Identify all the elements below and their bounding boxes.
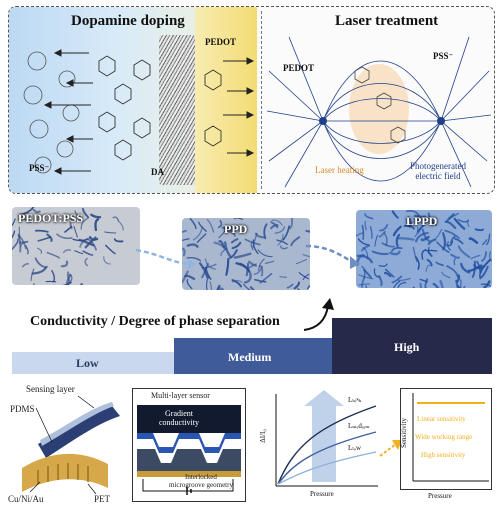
texture-label-lppd: LPPD	[406, 214, 437, 229]
sensitivity-ylabel: Sensitivity	[400, 418, 408, 448]
sensitivity-item-2: High sensitivity	[421, 451, 466, 459]
left-arrows	[45, 50, 93, 174]
series-label-high: Lₕᵢᵍₕ	[348, 396, 362, 404]
sensitivity-xlabel: Pressure	[428, 492, 452, 500]
pss-clusters	[24, 52, 79, 173]
texture-fiber	[476, 229, 483, 230]
sensitivity-item-0: Linear sensitivity	[417, 415, 466, 423]
response-ylabel: ΔI/I₀	[259, 429, 267, 443]
top-panel: Dopamine doping Laser treatment	[8, 6, 495, 194]
conductivity-title: Conductivity / Degree of phase separatio…	[30, 314, 280, 330]
pet-label: PET	[94, 494, 110, 504]
hex-rings	[99, 56, 221, 160]
level-high-label: High	[394, 340, 419, 355]
multi-layer-card: Multi-layer sensor Gradient conductivity…	[132, 388, 246, 502]
multi-layer-label: Multi-layer sensor	[151, 391, 210, 400]
sensing-layer-label: Sensing layer	[26, 384, 75, 394]
pedot-label-right: PEDOT	[283, 63, 314, 73]
photogenerated-label: Photogenerated electric field	[403, 161, 473, 181]
left-title: Dopamine doping	[71, 13, 185, 30]
pdms-label: PDMS	[10, 404, 35, 414]
texture-fiber	[280, 277, 286, 278]
level-low-label: Low	[76, 356, 99, 371]
sensitivity-card: Sensitivity Linear sensitivity Wide work…	[400, 388, 492, 490]
right-arrows	[223, 58, 253, 156]
texture-pedot-pss: PEDOT:PSS	[12, 207, 140, 285]
level-medium-label: Medium	[228, 350, 271, 365]
response-chart: ΔI/I₀ Pressure Lₕᵢᵍₕ Lₘₑdᵢᵤₘ Lₗₒw	[258, 386, 382, 504]
pss-label-right: PSS⁻	[433, 51, 453, 62]
interlocked-label: Interlocked microgroove geometry	[169, 473, 233, 489]
response-chart-svg	[258, 386, 382, 504]
right-title: Laser treatment	[335, 13, 438, 30]
laser-heating-label: Laser heating	[315, 165, 364, 175]
response-xlabel: Pressure	[310, 490, 334, 498]
divider-line	[261, 11, 262, 189]
texture-fiber	[306, 231, 310, 232]
da-label: DA	[151, 167, 164, 177]
texture-label-ppd: PPD	[224, 222, 247, 237]
level-low: Low	[12, 352, 174, 374]
gradient-label: Gradient conductivity	[159, 409, 199, 427]
series-label-low: Lₗₒw	[348, 444, 361, 452]
sensitivity-item-1: Wide working range	[415, 433, 472, 441]
level-medium: Medium	[174, 338, 332, 374]
texture-label-pedot-pss: PEDOT:PSS	[18, 211, 83, 226]
series-label-medium: Lₘₑdᵢᵤₘ	[348, 422, 370, 430]
cu-ni-au-label: Cu/Ni/Au	[8, 494, 44, 504]
texture-fiber	[420, 284, 421, 288]
progress-arrows	[130, 236, 380, 276]
pss-label-left: PSS⁻	[29, 163, 49, 174]
pedot-label-left: PEDOT	[205, 37, 236, 47]
level-high: High	[332, 318, 492, 374]
